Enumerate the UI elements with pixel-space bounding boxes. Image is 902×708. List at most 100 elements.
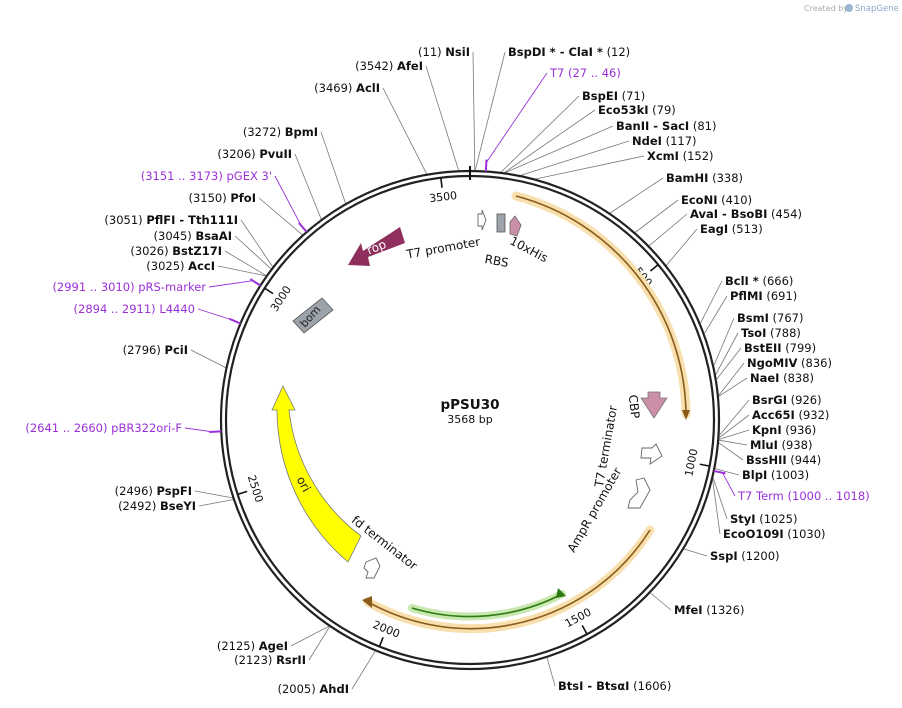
site-label-RsrII: (2123) RsrII [234, 653, 306, 667]
site-label-BspEI: BspEI (71) [582, 89, 645, 103]
fd-terminator-label: fd terminator [349, 513, 420, 573]
cbp-arrow [640, 391, 668, 419]
t7-terminator-icon [640, 443, 663, 465]
site-line-NaeI [718, 377, 748, 397]
site-label-NdeI: NdeI (117) [632, 134, 697, 148]
scale-tick-2000 [378, 636, 384, 647]
gene-arc-arrowhead [682, 410, 690, 420]
credit-text: Created by [804, 4, 848, 13]
his-tag-arrow [509, 215, 522, 237]
bom-box [292, 297, 334, 334]
site-line-BsrGI [719, 399, 750, 436]
site-line-AvaI-BsoBI [648, 213, 688, 247]
plasmid-name: pPSU30 [440, 397, 499, 413]
primer-label-pGEX-3: (3151 .. 3173) pGEX 3' [141, 169, 272, 183]
site-label-BseYI: (2492) BseYI [118, 499, 196, 513]
scale-tick-2500 [237, 490, 248, 496]
site-label-NaeI: NaeI (838) [750, 371, 814, 385]
site-label-PspFI: (2496) PspFI [115, 484, 192, 498]
green-arc [411, 593, 563, 618]
primer-label-T7: T7 (27 .. 46) [549, 66, 621, 80]
site-label-EcoO109I: EcoO109I (1030) [723, 527, 826, 541]
primer-mark-L4440 [229, 317, 241, 325]
primer-label-pRS-marker: (2991 .. 3010) pRS-marker [52, 280, 206, 294]
bom-feature: bom [292, 297, 334, 334]
site-label-BstEII: BstEII (799) [744, 341, 816, 355]
site-line-AccI [217, 265, 266, 277]
site-label-Eco53kI: Eco53kI (79) [598, 103, 676, 117]
site-line-AhdI [351, 651, 376, 690]
site-line-MluI [719, 439, 748, 446]
fd-terminator-feature: fd terminator [349, 513, 420, 579]
brand-text: SnapGene [855, 4, 899, 14]
primer-line-pBR322ori-F [184, 427, 213, 433]
site-label-MluI: MluI (938) [750, 438, 812, 452]
rbs-box [496, 213, 506, 233]
site-line-PfoI [258, 197, 303, 236]
site-line-PciI [190, 349, 226, 368]
arc-features [362, 191, 691, 634]
green-arc-arrowhead [556, 588, 566, 598]
site-label-BclI: BclI * (666) [725, 274, 793, 288]
primer-line-L4440 [197, 308, 233, 321]
site-line-BtsI-BtsaI [546, 657, 556, 687]
primer-mark-pBR322ori-F [209, 430, 222, 433]
site-line-BseYI [198, 499, 234, 507]
site-line-BpmI [320, 131, 346, 204]
scale-label-2000: 2000 [371, 618, 402, 640]
site-label-BsmI: BsmI (767) [737, 311, 803, 325]
ori-arrow [271, 385, 362, 563]
scale-label-1000: 1000 [682, 448, 700, 478]
site-line-StyI [712, 477, 728, 520]
backbone [219, 166, 721, 671]
ori-label: ori [294, 474, 314, 494]
rop-arrow [348, 227, 405, 266]
scale-label-3500: 3500 [429, 189, 458, 205]
site-line-BamHI [609, 177, 664, 214]
site-label-StyI: StyI (1025) [730, 512, 797, 526]
ampr-arc [367, 529, 651, 630]
t7-promoter-arrow [477, 209, 487, 231]
site-line-BanII-SacI [505, 125, 614, 173]
ori-feature: ori [271, 385, 362, 563]
site-label-PflFI-Tth111I: (3051) PflFI - Tth111I [104, 213, 238, 227]
site-line-NdeI [520, 140, 630, 176]
scale-tick-3000 [264, 287, 274, 295]
site-line-MfeI [650, 592, 672, 611]
ampr-arc-arrowhead [362, 596, 372, 608]
site-line-BspDI-ClaI [474, 51, 506, 171]
scale-tick-3500 [440, 177, 443, 188]
site-line-SspI [683, 548, 708, 557]
primer-line-pRS-marker [208, 280, 253, 288]
site-label-BstZ17I: (3026) BstZ17I [130, 244, 222, 258]
site-label-TsoI: TsoI (788) [741, 326, 801, 340]
site-line-AgeI [290, 625, 329, 647]
rop-label: rop [365, 237, 388, 257]
site-line-PspFI [194, 490, 233, 499]
primer-mark-pRS-marker [249, 278, 261, 287]
gene-arc-glow [511, 191, 691, 419]
site-label-BanII-SacI: BanII - SacI (81) [616, 119, 716, 133]
site-label-EcoNI: EcoNI (410) [681, 193, 752, 207]
site-label-EagI: EagI (513) [700, 222, 763, 236]
site-line-KpnI [719, 429, 750, 440]
rbs-label: RBS [484, 252, 510, 270]
t7-cluster: T7 promoter RBS 10xHis [404, 209, 550, 270]
site-label-BssHII: BssHII (944) [746, 453, 821, 467]
site-line-Acc65I [719, 414, 750, 438]
fd-terminator-icon [363, 557, 381, 579]
primer-label-pBR322ori-F: (2641 .. 2660) pBR322ori-F [25, 421, 182, 435]
site-label-AhdI: (2005) AhdI [277, 682, 349, 696]
site-label-BlpI: BlpI (1003) [742, 468, 809, 482]
site-label-BsaAI: (3045) BsaAI [154, 229, 232, 243]
scale-tick-1000 [699, 463, 710, 467]
scale-tick-500 [649, 264, 659, 272]
t7-terminator-feature: T7 terminator [592, 404, 663, 489]
gene-arc [515, 195, 687, 415]
his-tag-label: 10xHis [507, 234, 550, 266]
site-line-NgoMIV [718, 362, 745, 396]
site-label-Acc65I: Acc65I (932) [752, 408, 829, 422]
site-label-NsiI: (11) NsiI [418, 45, 470, 59]
cbp-label: CBP [626, 394, 642, 419]
